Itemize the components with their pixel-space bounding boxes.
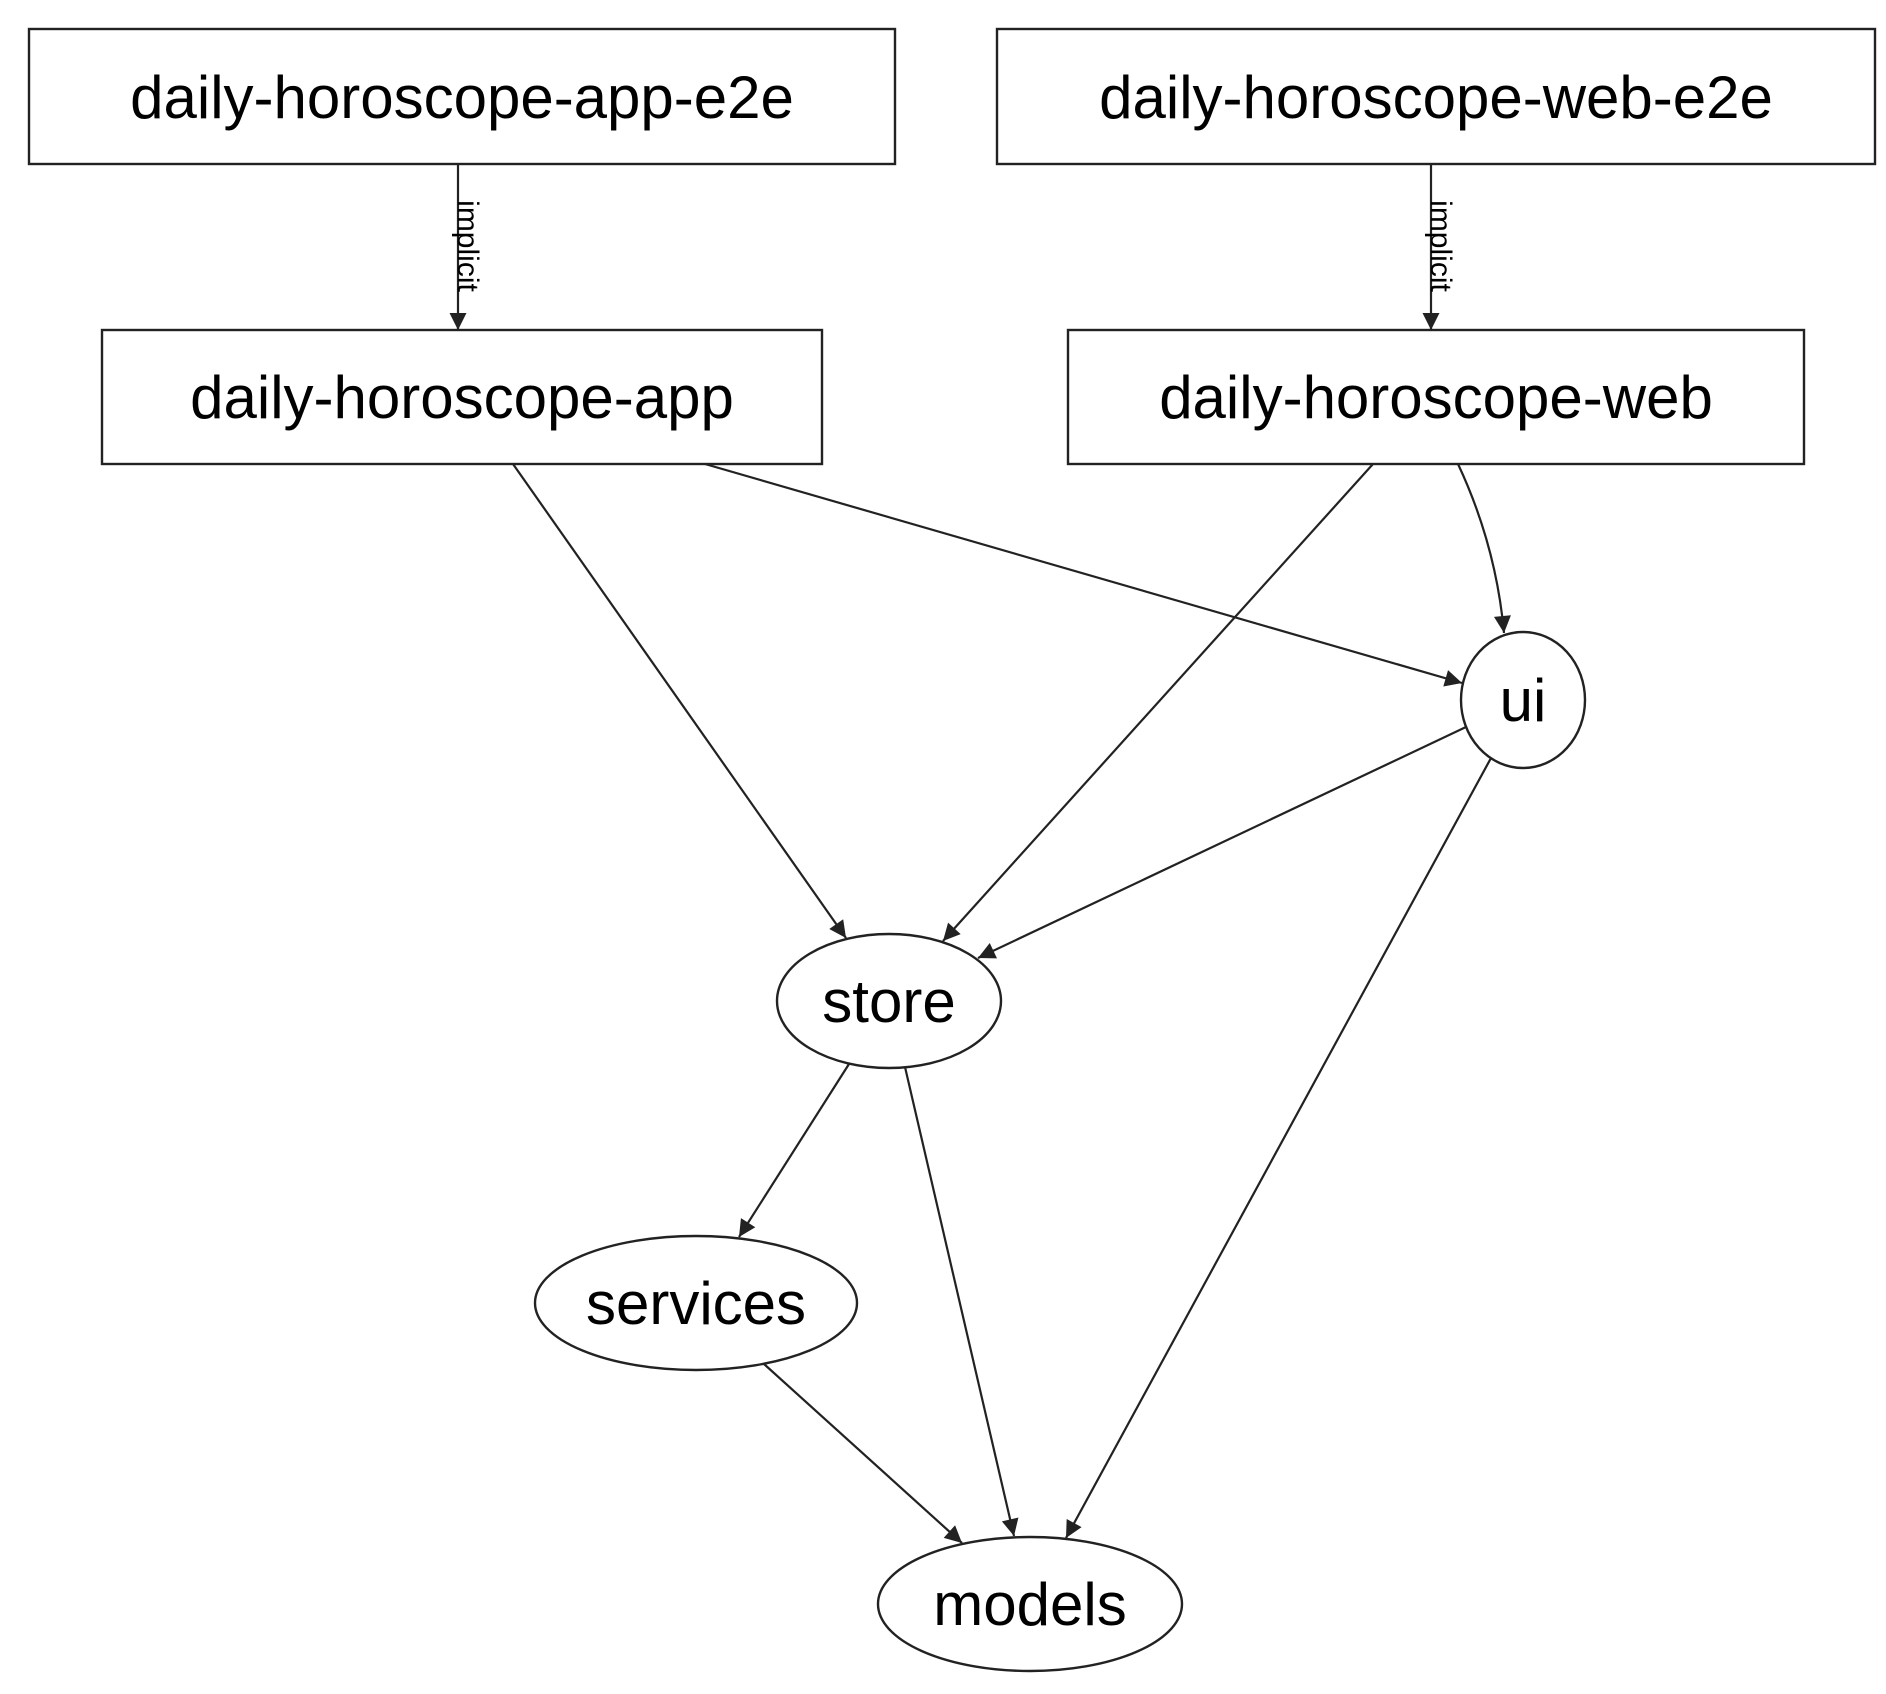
edge-ui-to-models [1065, 757, 1492, 1539]
node-store: store [775, 932, 1003, 1070]
node-daily-horoscope-app-e2e-label: daily-horoscope-app-e2e [130, 64, 794, 131]
nodes-layer: daily-horoscope-app-e2e daily-horoscope-… [27, 27, 1877, 1673]
edge-store-to-services [738, 1063, 850, 1238]
node-daily-horoscope-app-shape[interactable] [100, 328, 824, 466]
node-store-shape[interactable] [775, 932, 1003, 1070]
edge-label-implicit-app: implicit [451, 200, 484, 292]
edge-daily-horoscope-web-to-ui [1457, 463, 1511, 634]
edge-ui-to-store [977, 726, 1467, 959]
edge-store-to-models [903, 1066, 1019, 1537]
node-ui: ui [1459, 630, 1587, 770]
node-daily-horoscope-web-shape[interactable] [1066, 328, 1806, 466]
node-services: services [533, 1234, 859, 1372]
node-services-shape[interactable] [533, 1234, 859, 1372]
node-models-shape[interactable] [876, 1535, 1184, 1673]
node-daily-horoscope-app-e2e: daily-horoscope-app-e2e [27, 27, 897, 166]
node-daily-horoscope-app-label: daily-horoscope-app [190, 364, 734, 431]
edge-daily-horoscope-app-to-ui [704, 462, 1463, 687]
node-daily-horoscope-web-e2e-shape[interactable] [995, 27, 1877, 166]
node-daily-horoscope-web-label: daily-horoscope-web [1159, 364, 1713, 431]
node-store-label: store [822, 968, 955, 1035]
node-ui-label: ui [1500, 667, 1547, 734]
node-daily-horoscope-web-e2e-label: daily-horoscope-web-e2e [1099, 64, 1773, 131]
edges-layer: implicit implicit [449, 164, 1511, 1544]
edge-daily-horoscope-app-to-store [512, 463, 847, 939]
node-daily-horoscope-app-e2e-shape[interactable] [27, 27, 897, 166]
edge-services-to-models [763, 1363, 963, 1544]
edge-daily-horoscope-web-to-store [942, 463, 1374, 942]
edge-label-implicit-web: implicit [1424, 200, 1457, 292]
node-ui-shape[interactable] [1459, 630, 1587, 770]
node-models-label: models [933, 1571, 1126, 1638]
node-models: models [876, 1535, 1184, 1673]
node-daily-horoscope-web: daily-horoscope-web [1066, 328, 1806, 466]
node-daily-horoscope-app: daily-horoscope-app [100, 328, 824, 466]
node-daily-horoscope-web-e2e: daily-horoscope-web-e2e [995, 27, 1877, 166]
node-services-label: services [586, 1270, 806, 1337]
